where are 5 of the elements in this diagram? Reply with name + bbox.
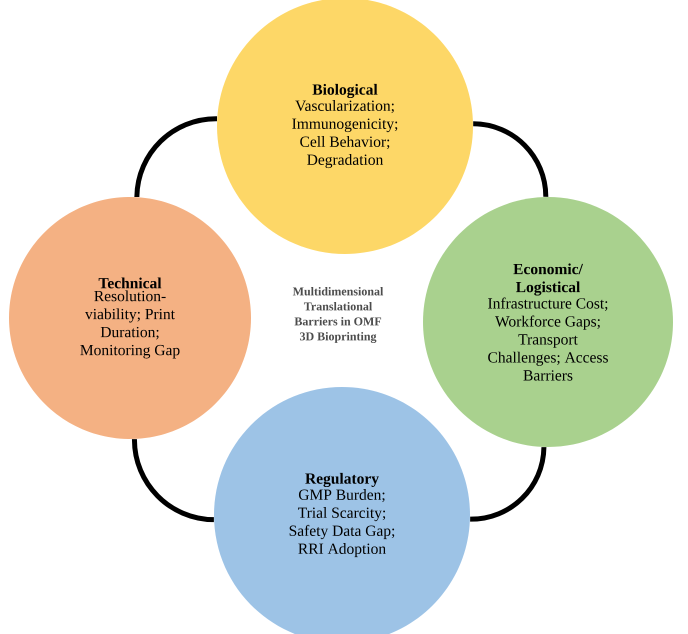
ring-arc <box>134 116 218 198</box>
center-title: Multidimensional Translational Barriers in OMF 3D Bioprinting <box>292 287 384 343</box>
ring-arc <box>132 438 214 522</box>
ring-arc <box>470 446 546 522</box>
ring-arc <box>473 121 548 197</box>
